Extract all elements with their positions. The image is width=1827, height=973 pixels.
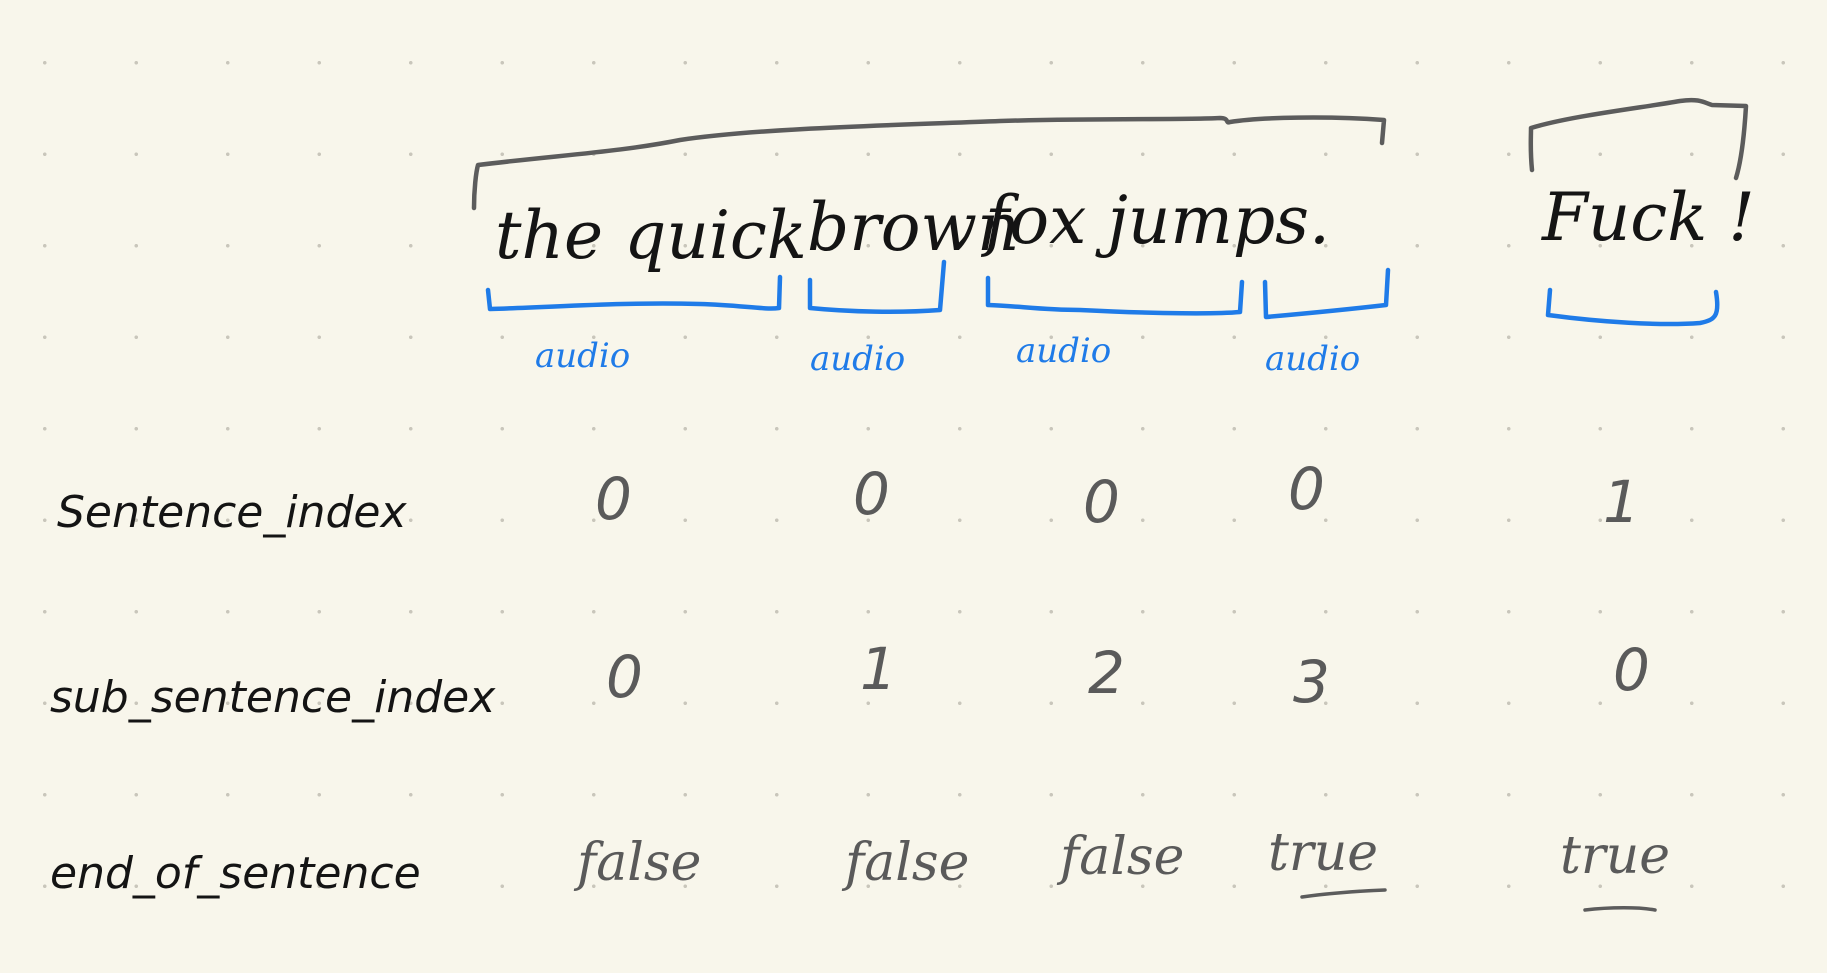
sentence-index-value-2: 0 [1083, 468, 1120, 536]
true-underline-3 [1300, 888, 1387, 899]
audio-bracket-4 [1545, 287, 1720, 327]
audio-label-0: audio [535, 336, 630, 376]
end-of-sentence-value-0: false [573, 833, 701, 893]
sentence-bracket-1 [1528, 97, 1749, 181]
sub-sentence-index-value-4: 0 [1613, 636, 1650, 704]
audio-bracket-0 [485, 274, 783, 312]
row-label-end-of-sentence: end_of_sentence [50, 848, 421, 899]
audio-label-2: audio [1016, 331, 1111, 371]
segment-text-2: fox jumps. [980, 182, 1330, 259]
sub-sentence-index-value-1: 1 [860, 635, 897, 703]
end-of-sentence-value-1: false [841, 833, 969, 893]
row-label-sub-sentence-index: sub_sentence_index [50, 672, 496, 723]
audio-label-1: audio [810, 339, 905, 379]
sub-sentence-index-value-0: 0 [606, 643, 643, 711]
end-of-sentence-value-2: false [1056, 827, 1184, 887]
audio-bracket-2 [985, 275, 1245, 316]
audio-bracket-1 [807, 259, 947, 314]
row-label-sentence-index: Sentence_index [57, 487, 407, 538]
true-underline-4 [1583, 906, 1657, 912]
segment-text-1: brown [807, 189, 1020, 266]
audio-label-3: audio [1265, 339, 1360, 379]
sub-sentence-index-value-2: 2 [1088, 639, 1125, 707]
sub-sentence-index-value-3: 3 [1293, 648, 1330, 716]
end-of-sentence-value-4: true [1560, 826, 1670, 886]
sentence-index-value-3: 0 [1288, 455, 1325, 523]
sentence-index-value-4: 1 [1603, 468, 1640, 536]
sentence-index-value-1: 0 [853, 460, 890, 528]
end-of-sentence-value-3: true [1268, 823, 1378, 883]
audio-bracket-3 [1262, 267, 1391, 320]
sentence-index-value-0: 0 [595, 465, 632, 533]
segment-text-0: the quick [495, 197, 807, 274]
segment-text-4: Fuck ! [1541, 179, 1755, 256]
sentence-bracket-0 [471, 115, 1387, 211]
